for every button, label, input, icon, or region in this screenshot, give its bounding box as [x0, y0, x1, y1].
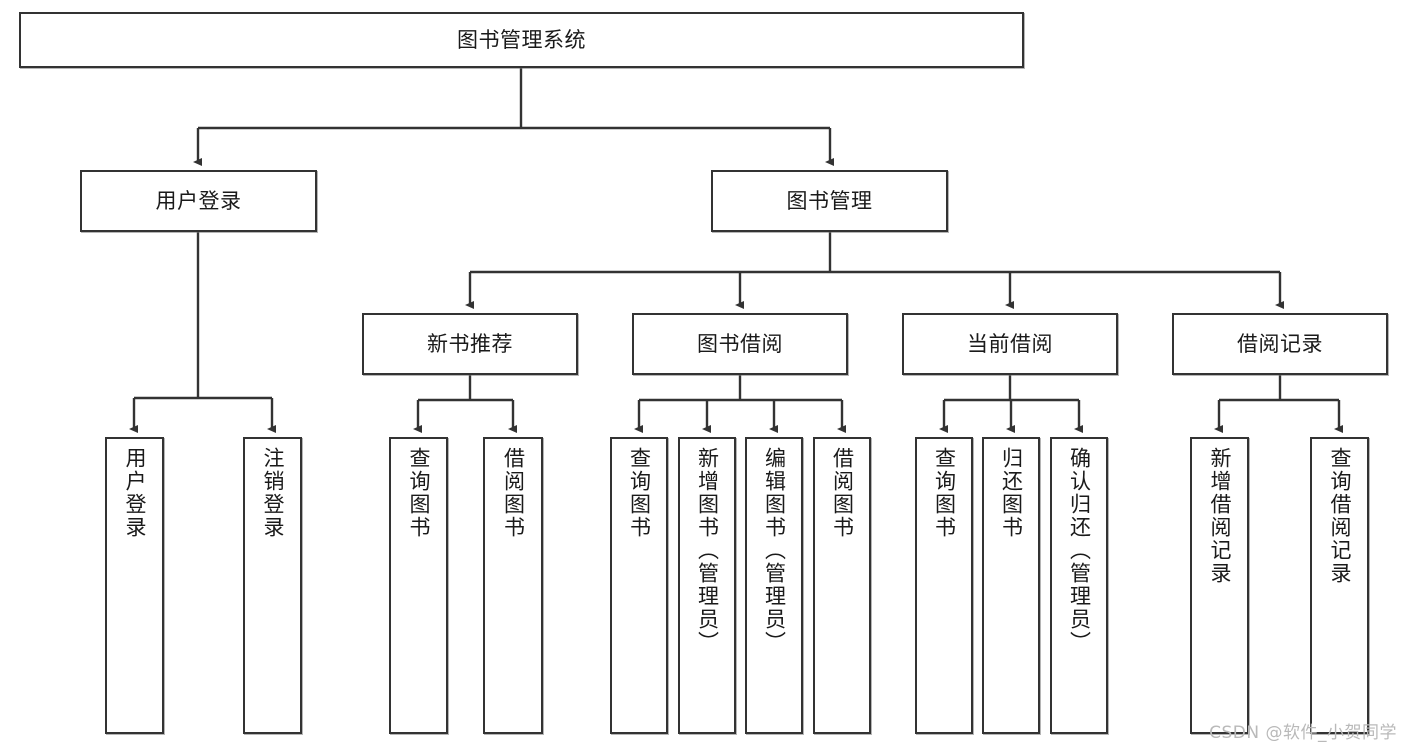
node-label: 查询图书	[932, 447, 957, 539]
node-label: 注销登录	[261, 447, 285, 539]
node-label: 查询借阅记录	[1328, 447, 1352, 585]
node-new-book-rec[interactable]: 新书推荐	[362, 313, 578, 375]
node-label: 查询图书	[627, 447, 652, 539]
node-leaf-confirm-return[interactable]: 确认归还（管理员）	[1050, 437, 1108, 734]
node-leaf-user-logout[interactable]: 注销登录	[243, 437, 302, 734]
node-label: 图书借阅	[697, 331, 783, 356]
node-leaf-add-record[interactable]: 新增借阅记录	[1190, 437, 1249, 734]
node-leaf-return-book[interactable]: 归还图书	[982, 437, 1040, 734]
node-label: 确认归还（管理员）	[1067, 447, 1092, 654]
node-leaf-query-book-3[interactable]: 查询图书	[915, 437, 973, 734]
node-label: 借阅图书	[830, 447, 855, 539]
node-label: 当前借阅	[967, 331, 1053, 356]
node-label: 用户登录	[123, 447, 147, 539]
node-borrow-record[interactable]: 借阅记录	[1172, 313, 1388, 375]
node-label: 查询图书	[407, 447, 431, 539]
node-label: 归还图书	[999, 447, 1024, 539]
node-leaf-add-book[interactable]: 新增图书（管理员）	[678, 437, 736, 734]
node-current-borrow[interactable]: 当前借阅	[902, 313, 1118, 375]
node-leaf-borrow-book-2[interactable]: 借阅图书	[813, 437, 871, 734]
node-user-login[interactable]: 用户登录	[80, 170, 317, 232]
node-label: 新增借阅记录	[1208, 447, 1232, 585]
node-book-manage[interactable]: 图书管理	[711, 170, 948, 232]
node-leaf-user-login[interactable]: 用户登录	[105, 437, 164, 734]
node-book-borrow[interactable]: 图书借阅	[632, 313, 848, 375]
node-label: 新书推荐	[427, 331, 513, 356]
node-leaf-query-book-2[interactable]: 查询图书	[610, 437, 668, 734]
node-root-system[interactable]: 图书管理系统	[19, 12, 1024, 68]
node-label: 用户登录	[155, 188, 242, 213]
node-label: 借阅记录	[1237, 331, 1323, 356]
node-leaf-query-book-1[interactable]: 查询图书	[389, 437, 448, 734]
node-label: 新增图书（管理员）	[695, 447, 720, 654]
node-label: 借阅图书	[501, 447, 526, 539]
node-leaf-edit-book[interactable]: 编辑图书（管理员）	[745, 437, 803, 734]
node-leaf-query-record[interactable]: 查询借阅记录	[1310, 437, 1369, 734]
node-leaf-borrow-book-1[interactable]: 借阅图书	[483, 437, 543, 734]
node-label: 图书管理	[786, 188, 873, 213]
node-label: 图书管理系统	[457, 27, 586, 52]
csdn-watermark: CSDN @软件_小贺同学	[1209, 723, 1397, 743]
node-label: 编辑图书（管理员）	[762, 447, 787, 654]
